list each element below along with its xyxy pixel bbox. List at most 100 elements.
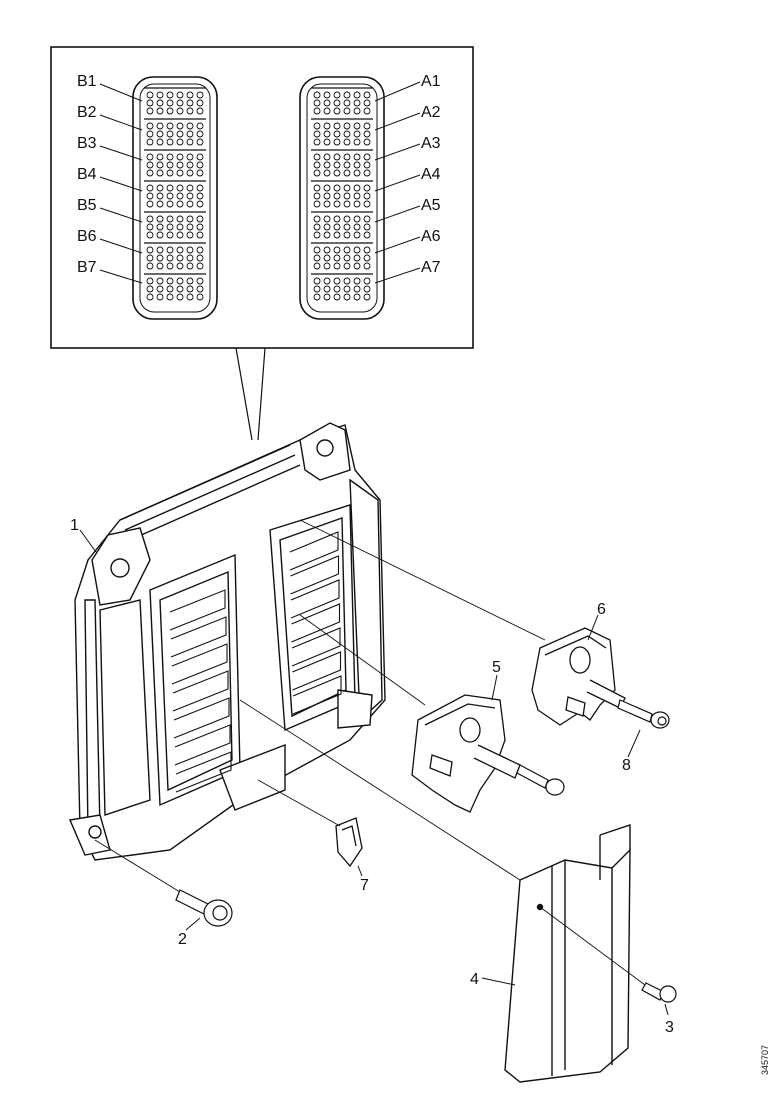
connector-a-pin xyxy=(313,138,321,146)
connector-a-pin xyxy=(343,246,351,254)
connector-a-pin xyxy=(353,192,361,200)
connector-a-pin xyxy=(353,99,361,107)
connector-a-pin xyxy=(333,254,341,262)
connector-b-pin xyxy=(146,223,154,231)
connector-b-pin xyxy=(166,223,174,231)
connector-a-pin xyxy=(313,153,321,161)
connector-b-pin xyxy=(156,215,164,223)
connector-b-pin xyxy=(186,262,194,270)
connector-a-pin xyxy=(353,138,361,146)
connector-b-pin xyxy=(166,215,174,223)
connector-a-pin xyxy=(353,277,361,285)
connector-a-pin xyxy=(363,200,371,208)
connector-b-pin xyxy=(166,192,174,200)
callouts: 1 2 3 4 5 6 7 8 xyxy=(70,517,674,1036)
connector-a-pin xyxy=(333,91,341,99)
connector-b-pin xyxy=(166,231,174,239)
connector-b-pin xyxy=(196,138,204,146)
connector-b-pin xyxy=(196,277,204,285)
connector-b-pin xyxy=(146,285,154,293)
connector-a-pin xyxy=(333,231,341,239)
connector-b-pin xyxy=(176,223,184,231)
connector-b-pin xyxy=(186,122,194,130)
connector-a-pin xyxy=(333,99,341,107)
connector-b-pin xyxy=(166,262,174,270)
connector-a-pin xyxy=(333,246,341,254)
connector-b-pin xyxy=(196,223,204,231)
connector-a-rib xyxy=(291,627,341,667)
connector-a-pin xyxy=(313,262,321,270)
connector-a-pin xyxy=(323,91,331,99)
connector-b xyxy=(132,76,218,320)
connector-detail-inset: B1 B2 B3 B4 B5 B6 B7 A1 A2 A3 A4 A5 xyxy=(50,46,474,349)
label-a3: A3 xyxy=(421,135,441,152)
connector-a-pin xyxy=(323,277,331,285)
connector-a-pin xyxy=(353,169,361,177)
connector-a-rib xyxy=(292,651,342,691)
connector-a-pin xyxy=(343,254,351,262)
connector-a-pin xyxy=(343,293,351,301)
connector-a-pin xyxy=(313,200,321,208)
cover-4 xyxy=(504,824,631,1083)
connector-b-pin xyxy=(166,277,174,285)
connector-a-pin xyxy=(323,192,331,200)
connector-a-pin xyxy=(333,169,341,177)
connector-b-pin xyxy=(186,107,194,115)
callout-8: 8 xyxy=(622,757,631,774)
connector-b-pin xyxy=(176,277,184,285)
connector-b-pin xyxy=(196,184,204,192)
connector-b-pin xyxy=(146,130,154,138)
connector-b-pin xyxy=(146,153,154,161)
label-a7: A7 xyxy=(421,259,441,276)
label-a6: A6 xyxy=(421,228,441,245)
connector-a-pin xyxy=(343,223,351,231)
connector-a-pin-grid xyxy=(311,87,373,301)
ecu-connector-a-ribs xyxy=(289,531,342,715)
connector-b-pin xyxy=(146,91,154,99)
connector-a-pin xyxy=(343,130,351,138)
connector-a-pin xyxy=(343,231,351,239)
connector-a-pin xyxy=(343,277,351,285)
connector-b-pin xyxy=(186,130,194,138)
connector-a-pin xyxy=(333,293,341,301)
connector-b-pin xyxy=(156,161,164,169)
connector-b-pin xyxy=(156,246,164,254)
connector-a-pin xyxy=(333,107,341,115)
connector-a-pin xyxy=(323,184,331,192)
connector-b-pin xyxy=(186,153,194,161)
connector-b-pin xyxy=(176,293,184,301)
label-b7: B7 xyxy=(77,259,97,276)
connector-a-pin xyxy=(353,184,361,192)
connector-b-pin xyxy=(186,231,194,239)
connector-a-pin xyxy=(313,161,321,169)
connector-b-pin xyxy=(196,91,204,99)
connector-b-pin xyxy=(166,285,174,293)
connector-b-pin xyxy=(166,107,174,115)
connector-a-pin xyxy=(323,285,331,293)
ecu-connector-b-ribs xyxy=(169,589,232,793)
screw-8 xyxy=(617,699,670,729)
connector-a-pin xyxy=(313,254,321,262)
connector-b-rib xyxy=(174,724,231,766)
connector-b-pin xyxy=(196,161,204,169)
connector-b-pin xyxy=(176,231,184,239)
callout-leaders xyxy=(79,529,669,1016)
label-b4: B4 xyxy=(77,166,97,183)
connector-a-pin xyxy=(333,262,341,270)
connector-b-pin xyxy=(186,277,194,285)
connector-a-pin xyxy=(363,262,371,270)
connector-b-pin xyxy=(166,153,174,161)
connector-b-pin xyxy=(176,192,184,200)
connector-a-pin xyxy=(343,200,351,208)
screw-bracket-5 xyxy=(516,764,565,796)
connector-b-pin xyxy=(146,107,154,115)
connector-b-pin xyxy=(186,215,194,223)
label-b3: B3 xyxy=(77,135,97,152)
connector-a-pin xyxy=(313,130,321,138)
connector-b-pin xyxy=(176,215,184,223)
connector-b-rib xyxy=(175,751,232,793)
label-b5: B5 xyxy=(77,197,97,214)
connector-a xyxy=(299,76,385,320)
connector-a-pin xyxy=(323,130,331,138)
connector-a-pin xyxy=(363,215,371,223)
